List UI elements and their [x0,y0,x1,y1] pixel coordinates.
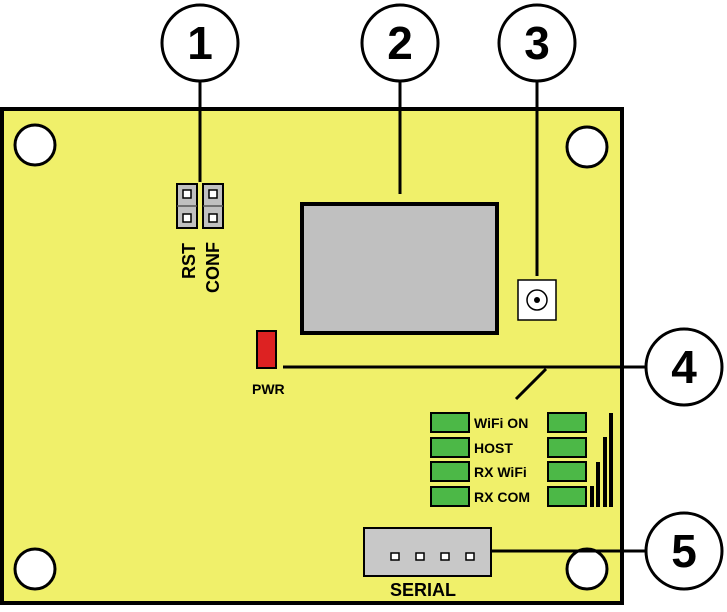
callout-2: 2 [360,3,440,83]
callout-3: 3 [497,3,577,83]
callout-number: 4 [671,341,697,393]
led-label-host: HOST [474,440,513,456]
callout-number: 3 [524,17,550,69]
callout-leader-4b [514,367,548,401]
pcb-board [0,107,624,605]
status-led-row [430,486,587,507]
callout-4: 4 [644,327,724,407]
power-label: PWR [252,381,285,397]
mounting-hole-icon [13,547,57,591]
jumper-block [176,183,224,229]
jumper-label-rst: RST [179,243,199,279]
callout-number: 1 [187,17,213,69]
status-led-row [430,437,587,458]
status-led-row [430,461,587,482]
jumper-label-conf: CONF [203,242,223,293]
signal-strength-icon [590,413,613,507]
wifi-module [300,202,499,335]
mounting-hole-icon [565,125,609,169]
callout-1: 1 [160,3,240,83]
callout-number: 2 [387,17,413,69]
antenna-connector-icon [517,279,557,321]
callout-number: 5 [671,525,697,577]
led-label-rx-com: RX COM [474,489,530,505]
mounting-hole-icon [565,547,609,591]
led-label-wifi-on: WiFi ON [474,415,528,431]
serial-label: SERIAL [390,580,456,600]
status-led-row [430,412,587,433]
callout-5: 5 [644,511,724,591]
mounting-hole-icon [13,123,57,167]
power-led [256,330,277,369]
led-label-rx-wifi: RX WiFi [474,464,527,480]
serial-connector [363,527,492,577]
